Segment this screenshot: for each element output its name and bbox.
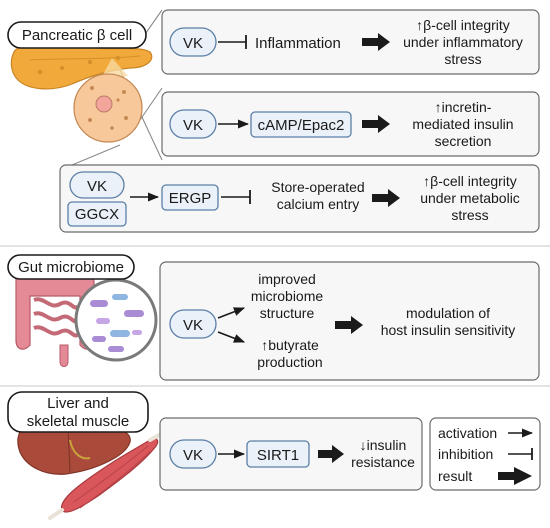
ggcx-label: GGCX: [75, 206, 119, 223]
callout-line: [139, 87, 163, 121]
result-arrow: [318, 445, 344, 463]
pathway-panel-inflammation: [161, 9, 540, 75]
vk-text: VK: [183, 117, 203, 134]
legend-inhibition-label: inhibition: [438, 446, 493, 462]
microbiome-structure-label: microbiome: [251, 288, 324, 304]
ergp-box: [161, 184, 219, 211]
result-text-line: modulation of: [406, 305, 490, 321]
result-text-line: resistance: [351, 454, 415, 470]
result-text-line: secretion: [435, 133, 492, 149]
sirt1-label: SIRT1: [257, 447, 299, 464]
result-text-line: ↑incretin-: [435, 99, 492, 115]
inflammation-label: Inflammation: [255, 35, 341, 52]
result-text-line: ↑β-cell integrity: [416, 17, 510, 33]
ggcx-box: [67, 201, 127, 227]
vk-text: VK: [87, 178, 107, 195]
legend-result-label: result: [438, 468, 472, 484]
microbiome-structure-label: improved: [258, 271, 316, 287]
calcium-entry-label: calcium entry: [277, 196, 359, 212]
activation-arrow: [217, 331, 246, 343]
activation-arrow: [217, 307, 246, 319]
camp-epac2-label: cAMP/Epac2: [258, 117, 345, 134]
legend-result-arrow: [498, 467, 532, 485]
vk-label: [169, 439, 217, 469]
result-text-line: mediated insulin: [412, 116, 513, 132]
butyrate-label: production: [257, 354, 322, 370]
vk-label: [69, 171, 125, 199]
pathway-panel-ergp: [59, 164, 540, 233]
vk-label: [169, 27, 217, 57]
result-text-line: stress: [451, 207, 488, 223]
microbiome-magnifier: [74, 278, 158, 362]
microbiome-structure-label: structure: [260, 305, 315, 321]
callout-line: [71, 144, 121, 166]
legend-activation-label: activation: [438, 425, 497, 441]
result-text-line: under metabolic: [420, 190, 520, 206]
vk-text: VK: [183, 447, 203, 464]
pancreas-section-title: Pancreatic β cell: [22, 27, 132, 44]
result-text-line: ↓insulin: [360, 437, 407, 453]
butyrate-label: ↑butyrate: [261, 337, 319, 353]
ergp-label: ERGP: [169, 190, 212, 207]
liver-section-title: skeletal muscle: [27, 413, 130, 430]
sirt1-box: [246, 440, 310, 468]
result-arrow: [372, 189, 400, 207]
result-arrow: [362, 33, 390, 51]
section-title-box: [7, 21, 147, 49]
camp-epac2-box: [250, 111, 352, 138]
vk-text: VK: [183, 317, 203, 334]
result-arrow: [335, 316, 363, 334]
calcium-entry-label: Store-operated: [271, 179, 364, 195]
vk-label: [169, 109, 217, 139]
beta-cell-illustration: [73, 73, 143, 143]
vk-text: VK: [183, 35, 203, 52]
result-text-line: host insulin sensitivity: [381, 322, 516, 338]
vk-label: [169, 309, 217, 339]
gut-section-title: Gut microbiome: [18, 259, 124, 276]
result-text-line: ↑β-cell integrity: [423, 173, 517, 189]
result-arrow: [362, 115, 390, 133]
section-title-box: [7, 254, 135, 280]
pancreas-illustration: [10, 43, 153, 90]
result-text-line: stress: [444, 51, 481, 67]
section-title-box: [7, 391, 149, 433]
liver-section-title: Liver and: [47, 395, 109, 412]
result-text-line: under inflammatory: [403, 34, 523, 50]
